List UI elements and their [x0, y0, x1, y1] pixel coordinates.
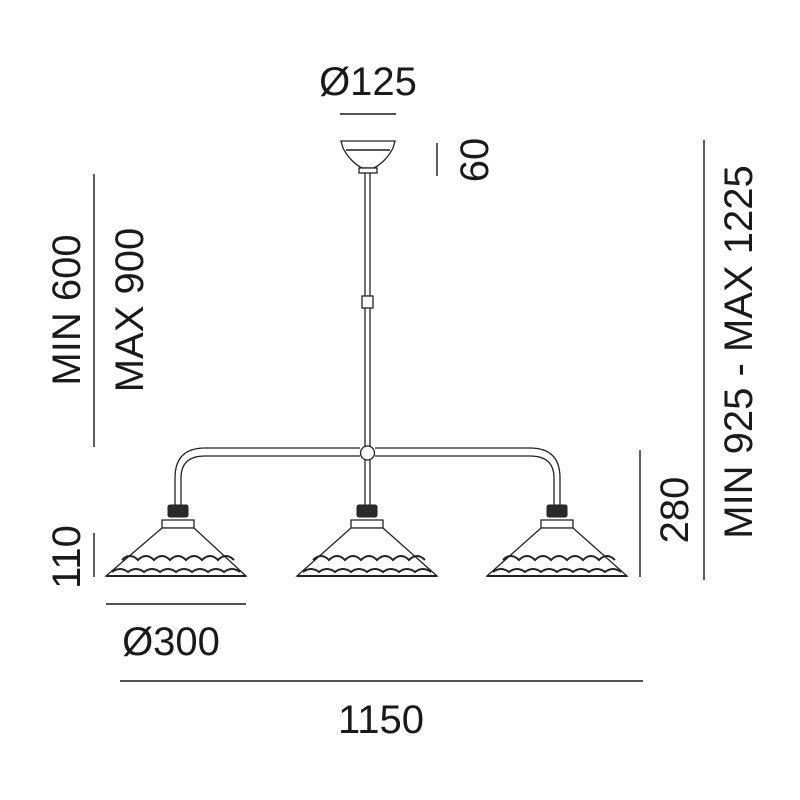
- ceiling-canopy: [340, 140, 396, 174]
- overall-height-label: MIN 925 - MAX 1225: [717, 165, 761, 539]
- arm-drop-label: 280: [653, 477, 697, 544]
- canopy-diameter-label: Ø125: [319, 60, 417, 104]
- lamp-shade-left: [104, 504, 248, 577]
- horizontal-arm: [174, 447, 561, 505]
- overall-width-label: 1150: [338, 698, 424, 742]
- shade-diameter-label: Ø300: [122, 620, 220, 664]
- canopy-height-label: 60: [453, 138, 497, 183]
- shade-height-label: 110: [45, 525, 89, 589]
- suspension-max-label: MAX 900: [108, 228, 152, 393]
- lamp-shade-right: [485, 504, 629, 577]
- lamp-shade-center: [295, 504, 439, 577]
- suspension-min-label: MIN 600: [45, 234, 89, 385]
- suspension-rod: [359, 173, 376, 461]
